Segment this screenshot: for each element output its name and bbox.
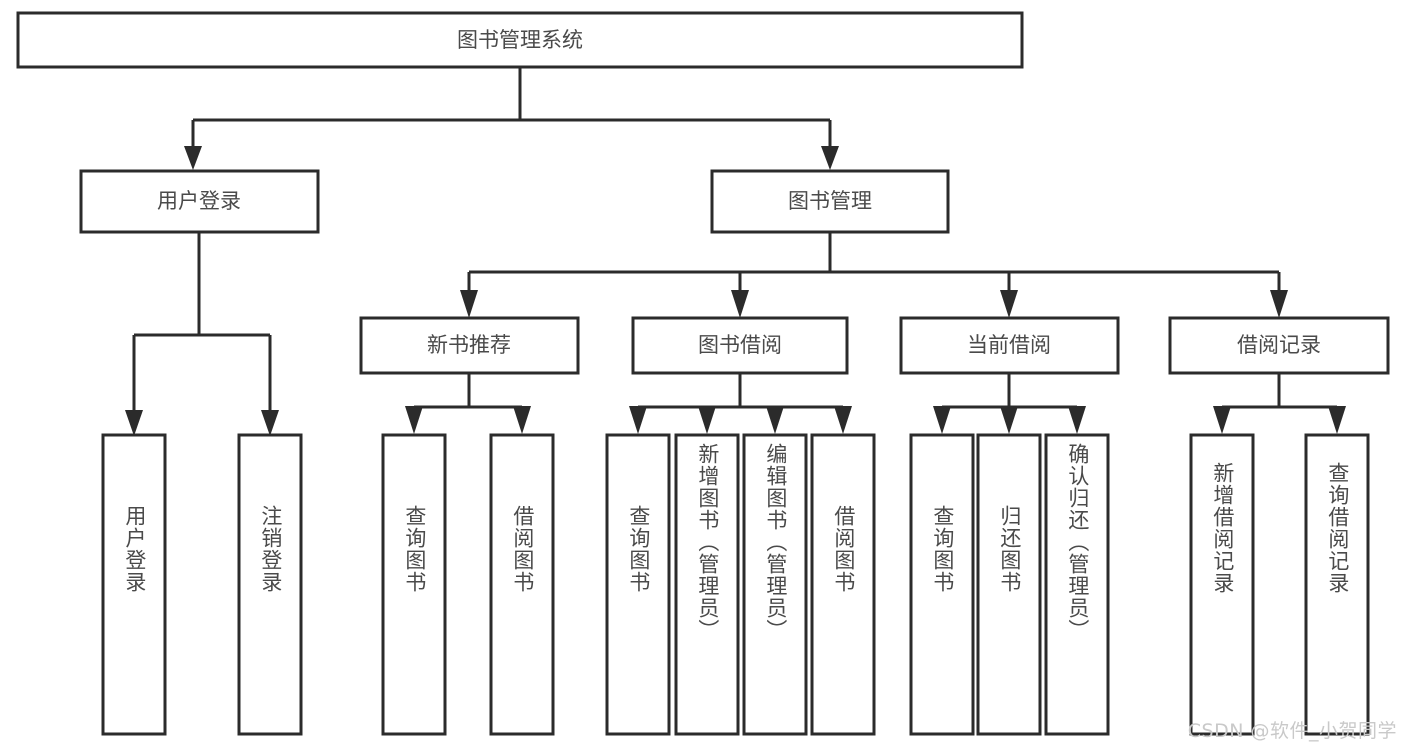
arrow-head-icon	[766, 406, 784, 434]
node-book-manage-label: 图书管理	[788, 189, 872, 213]
connector-book-manage-to-level3	[460, 232, 1288, 318]
arrow-head-icon	[184, 146, 202, 170]
node-borrow-record[interactable]: 借阅记录	[1168, 316, 1390, 375]
node-book-borrow-box[interactable]	[631, 316, 849, 375]
leaf-box-bb-borrow-book[interactable]	[810, 433, 876, 736]
node-user-login[interactable]: 用户登录	[79, 169, 320, 234]
leaf-box-cb-return-book[interactable]	[976, 433, 1042, 736]
node-book-manage[interactable]: 图书管理	[710, 169, 950, 234]
connector-user-login-to-leaves	[125, 232, 279, 436]
connector-root-to-level2	[184, 67, 839, 170]
arrow-head-icon	[125, 410, 143, 436]
arrow-head-icon	[629, 406, 647, 434]
arrow-head-icon	[261, 410, 279, 436]
arrow-head-icon	[731, 290, 749, 318]
arrow-head-icon	[821, 146, 839, 170]
node-root-label: 图书管理系统	[457, 28, 583, 52]
node-new-book-recommend[interactable]: 新书推荐	[359, 316, 580, 375]
arrow-head-icon	[1270, 290, 1288, 318]
leaf-box-nbr-borrow-book[interactable]	[489, 433, 555, 736]
leaf-box-bb-edit-book[interactable]	[742, 433, 808, 736]
arrow-head-icon	[1213, 406, 1231, 434]
arrow-head-icon	[1068, 406, 1086, 434]
node-user-login-box[interactable]	[79, 169, 320, 234]
leaf-box-user-login[interactable]	[101, 433, 167, 736]
leaf-box-user-logout[interactable]	[237, 433, 303, 736]
node-book-manage-box[interactable]	[710, 169, 950, 234]
arrow-head-icon	[513, 406, 531, 434]
leaf-box-nbr-query-book[interactable]	[381, 433, 447, 736]
node-new-book-recommend-label: 新书推荐	[427, 333, 511, 357]
connector-new-book-to-leaves	[405, 373, 531, 434]
arrow-head-icon	[405, 406, 423, 434]
node-user-login-label: 用户登录	[157, 189, 241, 213]
node-book-borrow[interactable]: 图书借阅	[631, 316, 849, 375]
node-current-borrow[interactable]: 当前借阅	[899, 316, 1120, 375]
arrow-head-icon	[1000, 406, 1018, 434]
arrow-head-icon	[1000, 290, 1018, 318]
leaf-box-bb-query-book[interactable]	[605, 433, 671, 736]
leaf-box-br-query-record[interactable]	[1304, 433, 1370, 736]
leaf-box-cb-confirm-return[interactable]	[1044, 433, 1110, 736]
arrow-head-icon	[460, 290, 478, 318]
node-new-book-recommend-box[interactable]	[359, 316, 580, 375]
node-current-borrow-box[interactable]	[899, 316, 1120, 375]
connector-current-borrow-to-leaves	[933, 373, 1086, 434]
leaf-box-br-add-record[interactable]	[1189, 433, 1255, 736]
node-book-borrow-label: 图书借阅	[698, 333, 782, 357]
node-root-box[interactable]	[16, 11, 1024, 69]
arrow-head-icon	[834, 406, 852, 434]
node-borrow-record-label: 借阅记录	[1237, 333, 1321, 357]
node-borrow-record-box[interactable]	[1168, 316, 1390, 375]
node-root[interactable]: 图书管理系统	[16, 11, 1024, 69]
arrow-head-icon	[1328, 406, 1346, 434]
watermark-text: CSDN @软件_小贺同学	[1187, 720, 1397, 742]
node-current-borrow-label: 当前借阅	[967, 333, 1051, 357]
arrow-head-icon	[933, 406, 951, 434]
leaf-box-cb-query-book[interactable]	[909, 433, 975, 736]
arrow-head-icon	[698, 406, 716, 434]
connector-book-borrow-to-leaves	[629, 373, 852, 434]
connector-borrow-record-to-leaves	[1213, 373, 1346, 434]
leaf-box-bb-add-book[interactable]	[674, 433, 740, 736]
